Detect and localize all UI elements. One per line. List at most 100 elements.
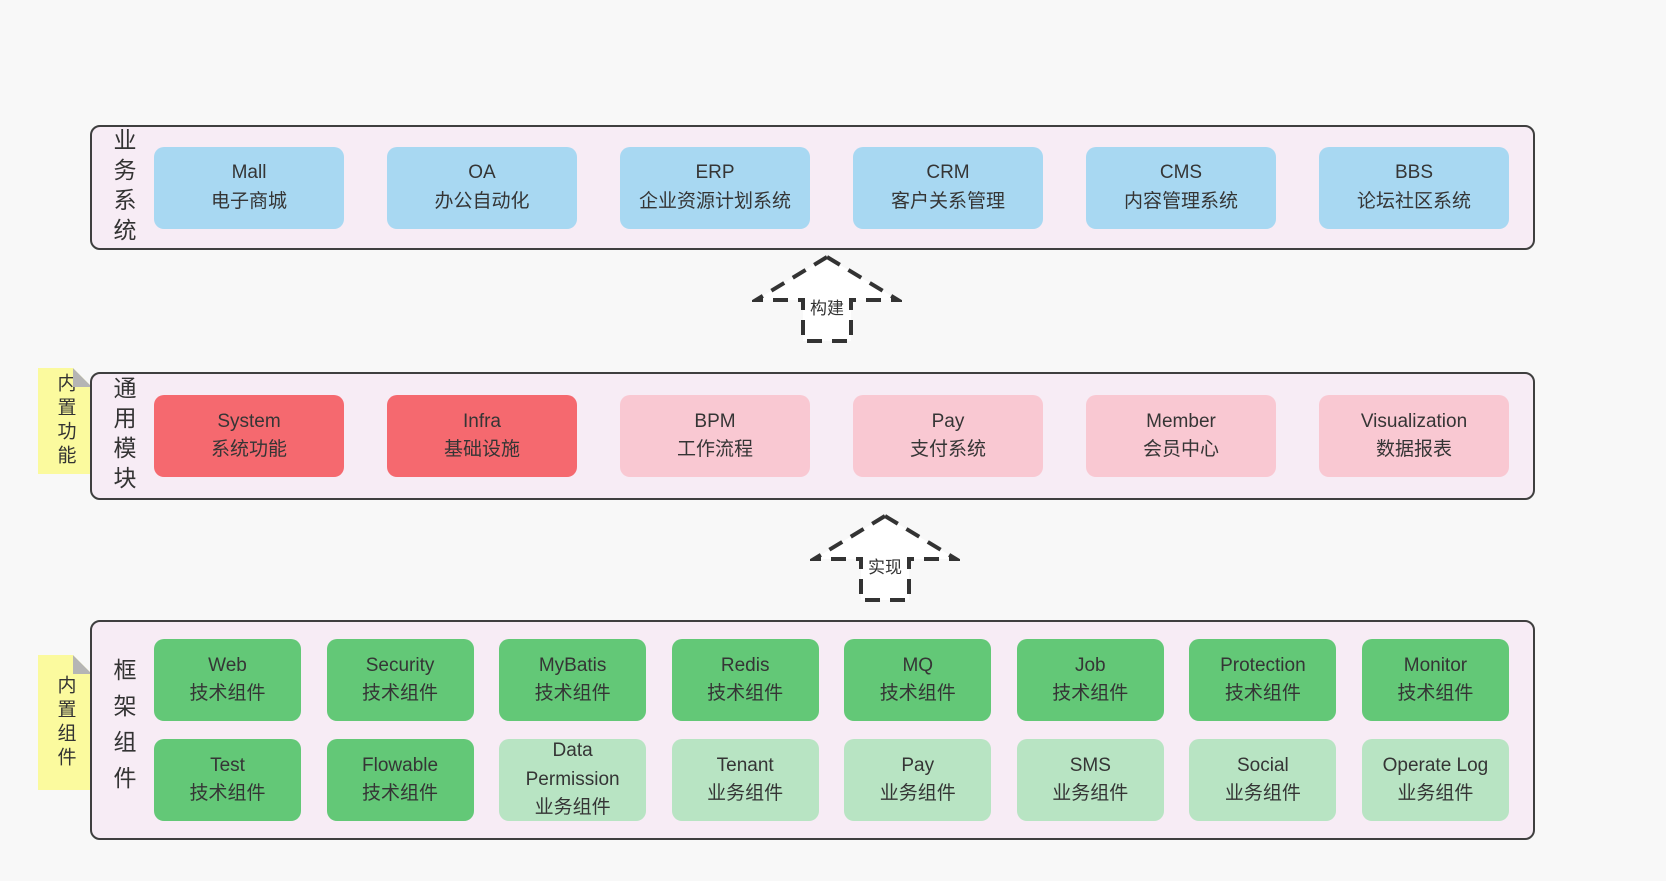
built-in-components-note: 内置组件 (38, 655, 92, 790)
box-title: Test (210, 754, 245, 776)
box-title: Protection (1220, 654, 1306, 676)
box-subtitle: 业务组件 (707, 783, 784, 804)
business-systems-side-label: 业务系统 (110, 127, 136, 248)
box-subtitle: 内容管理系统 (1123, 190, 1238, 212)
box-subtitle: 系统功能 (210, 439, 287, 460)
build-arrow-label: 构建 (805, 293, 849, 320)
implement-arrow-label: 实现 (863, 552, 907, 579)
box-title: Redis (720, 654, 770, 676)
box-subtitle: 技术组件 (879, 683, 956, 704)
box-pay-module: Pay 支付系统 (853, 395, 1043, 477)
box-subtitle: 工作流程 (676, 439, 753, 460)
box-title: CRM (926, 162, 970, 183)
box-title: BPM (694, 410, 736, 432)
box-sms: SMS 业务组件 (1016, 739, 1164, 821)
box-subtitle: 技术组件 (362, 683, 439, 704)
box-subtitle: 技术组件 (1224, 683, 1301, 704)
box-operate-log: Operate Log 业务组件 (1361, 739, 1509, 821)
box-subtitle: 客户关系管理 (890, 190, 1005, 212)
box-title: CMS (1159, 162, 1203, 183)
box-system: System 系统功能 (154, 395, 344, 477)
note-label: 内置功能 (54, 373, 76, 469)
box-subtitle: 业务组件 (1224, 783, 1301, 804)
box-title: Mall (231, 162, 267, 183)
box-title: Pay (931, 410, 965, 432)
box-subtitle: 业务组件 (879, 783, 956, 804)
build-arrow-icon: 构建 (752, 253, 902, 345)
box-title: Data Permission (525, 740, 620, 790)
box-infra: Infra 基础设施 (387, 395, 577, 477)
box-title: Flowable (362, 754, 439, 776)
components-row-1: Web 技术组件 Security 技术组件 MyBatis 技术组件 Redi… (154, 639, 1509, 721)
box-protection: Protection 技术组件 (1189, 639, 1337, 721)
box-title: OA (468, 162, 496, 183)
box-title: BBS (1394, 162, 1434, 183)
box-title: Monitor (1403, 654, 1468, 676)
box-crm: CRM 客户关系管理 (853, 146, 1043, 229)
box-title: MyBatis (538, 654, 607, 676)
box-title: ERP (695, 162, 735, 183)
common-modules-row: System 系统功能 Infra 基础设施 BPM 工作流程 Pay 支付系统… (154, 374, 1533, 498)
built-in-functions-note: 内置功能 (38, 368, 92, 474)
business-systems-row: Mall 电子商城 OA 办公自动化 ERP 企业资源计划系统 CRM 客户关系… (154, 127, 1533, 248)
box-title: Job (1074, 654, 1106, 676)
box-subtitle: 支付系统 (909, 439, 986, 460)
framework-components-panel: 框架组件 Web 技术组件 Security 技术组件 MyBatis 技术组件… (90, 620, 1535, 840)
box-oa: OA 办公自动化 (387, 146, 577, 229)
box-visualization: Visualization 数据报表 (1319, 395, 1509, 477)
box-title: Member (1146, 410, 1216, 432)
box-erp: ERP 企业资源计划系统 (620, 146, 810, 229)
box-monitor: Monitor 技术组件 (1361, 639, 1509, 721)
box-subtitle: 业务组件 (534, 797, 611, 819)
box-flowable: Flowable 技术组件 (326, 739, 474, 821)
box-title: Pay (901, 754, 935, 776)
common-modules-panel: 通用模块 System 系统功能 Infra 基础设施 BPM 工作流程 Pay… (90, 372, 1535, 500)
box-test: Test 技术组件 (154, 739, 301, 821)
box-subtitle: 办公自动化 (434, 190, 530, 212)
box-subtitle: 技术组件 (534, 683, 611, 704)
box-title: Operate Log (1382, 754, 1489, 776)
box-subtitle: 数据报表 (1375, 439, 1452, 460)
box-title: System (217, 410, 281, 432)
box-subtitle: 电子商城 (210, 190, 287, 212)
box-cms: CMS 内容管理系统 (1086, 146, 1276, 229)
box-subtitle: 业务组件 (1052, 783, 1129, 804)
box-tenant: Tenant 业务组件 (671, 739, 819, 821)
box-subtitle: 技术组件 (362, 783, 439, 804)
box-subtitle: 技术组件 (189, 683, 266, 704)
box-pay-component: Pay 业务组件 (844, 739, 992, 821)
box-subtitle: 会员中心 (1142, 439, 1219, 460)
box-social: Social 业务组件 (1189, 739, 1337, 821)
business-systems-panel: 业务系统 Mall 电子商城 OA 办公自动化 ERP 企业资源计划系统 CRM… (90, 125, 1535, 250)
box-member: Member 会员中心 (1086, 395, 1276, 477)
box-subtitle: 技术组件 (1397, 683, 1474, 704)
box-redis: Redis 技术组件 (671, 639, 819, 721)
box-title: Visualization (1360, 410, 1468, 432)
box-title: Web (208, 654, 247, 676)
box-mybatis: MyBatis 技术组件 (499, 639, 647, 721)
box-title: Tenant (716, 754, 774, 776)
box-security: Security 技术组件 (326, 639, 474, 721)
box-subtitle: 技术组件 (189, 783, 266, 804)
box-subtitle: 业务组件 (1397, 783, 1474, 804)
box-job: Job 技术组件 (1016, 639, 1164, 721)
framework-components-rows: Web 技术组件 Security 技术组件 MyBatis 技术组件 Redi… (154, 622, 1533, 838)
box-title: SMS (1069, 754, 1111, 776)
common-modules-side-label: 通用模块 (110, 376, 136, 496)
box-bpm: BPM 工作流程 (620, 395, 810, 477)
box-subtitle: 企业资源计划系统 (638, 190, 791, 212)
box-subtitle: 论坛社区系统 (1356, 190, 1471, 212)
box-mall: Mall 电子商城 (154, 146, 344, 229)
components-row-2: Test 技术组件 Flowable 技术组件 Data Permission … (154, 739, 1509, 821)
box-subtitle: 技术组件 (707, 683, 784, 704)
box-title: Infra (462, 410, 502, 432)
framework-components-side-label: 框架组件 (110, 658, 136, 802)
box-title: MQ (902, 654, 934, 676)
box-title: Security (365, 654, 435, 676)
box-mq: MQ 技术组件 (844, 639, 992, 721)
implement-arrow-icon: 实现 (810, 512, 960, 604)
box-subtitle: 技术组件 (1052, 683, 1129, 704)
box-title: Social (1237, 754, 1289, 776)
box-bbs: BBS 论坛社区系统 (1319, 146, 1509, 229)
note-label: 内置组件 (54, 674, 76, 771)
